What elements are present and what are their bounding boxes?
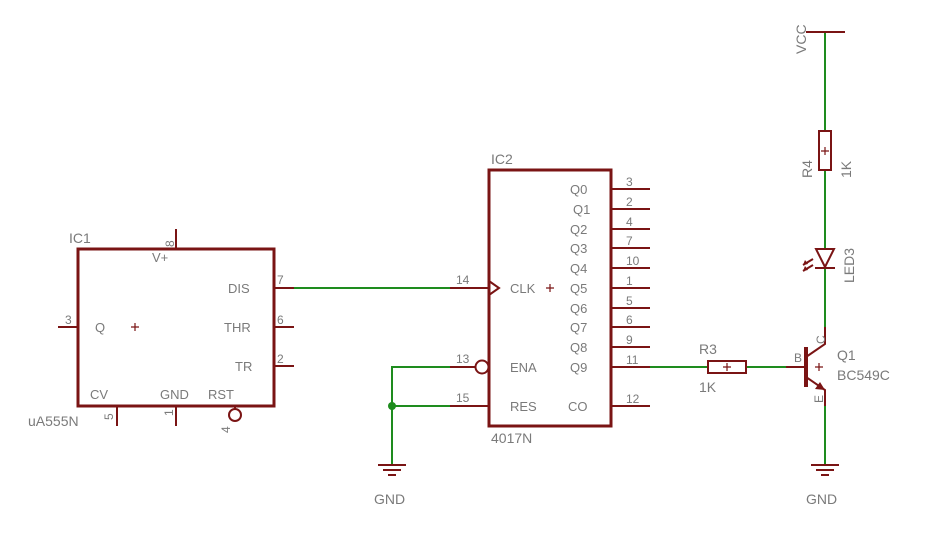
ic1-pin-thr-num: 6: [277, 313, 284, 327]
ic2-pin-q2-num: 4: [626, 215, 633, 229]
gnd-left-label: GND: [374, 491, 405, 507]
ic2-pin-q1-num: 2: [626, 195, 633, 209]
r3-value: 1K: [699, 379, 717, 395]
led-arrow-1-head: [803, 260, 808, 265]
ic1-pin-q-label: Q: [95, 320, 105, 335]
ic1-pin-dis-num: 7: [277, 273, 284, 287]
ic2-pin-q8-num: 9: [626, 333, 633, 347]
nets: [294, 32, 826, 465]
gnd-right-symbol: GND: [806, 464, 839, 507]
resistor-r4: R4 1K: [799, 130, 854, 178]
r3-name: R3: [699, 341, 717, 357]
ic1-pin-rst-bubble: [228, 408, 242, 422]
ic1-pin-cv-num: 5: [102, 413, 116, 420]
ic2-pin-q4-num: 10: [626, 254, 640, 268]
ic2-origin-mark: [546, 284, 554, 292]
ic1-value: uA555N: [28, 413, 79, 429]
ic2-pin-q5-num: 1: [626, 274, 633, 288]
q1-name: Q1: [837, 347, 856, 363]
ic2-pin-q4-label: Q4: [570, 261, 587, 276]
ic1-pin-vplus-label: V+: [152, 250, 168, 265]
ic2-pin-q3-label: Q3: [570, 241, 587, 256]
r3-origin-mark: [723, 363, 731, 371]
r4-origin-mark: [821, 147, 829, 155]
ic2-body: [487, 168, 613, 428]
ic2-pin-co-num: 12: [626, 392, 640, 406]
ic2-pin-q7-label: Q7: [570, 320, 587, 335]
ic2-pin-q1-label: Q1: [573, 202, 590, 217]
q1-origin-mark: [815, 363, 823, 371]
ic2-pin-q9-label: Q9: [570, 360, 587, 375]
ic2-pin-q2-label: Q2: [570, 222, 587, 237]
vcc-symbol: VCC: [793, 24, 845, 54]
ic2-pin-q0-label: Q0: [570, 182, 587, 197]
ic1-pin-q-num: 3: [65, 313, 72, 327]
ic2-pin-q7-num: 6: [626, 313, 633, 327]
transistor-q1: B C E Q1 BC549C: [786, 327, 890, 406]
resistor-r3: R3 1K: [699, 341, 747, 395]
r3-body: [707, 360, 747, 374]
ic2-pin-q8-label: Q8: [570, 340, 587, 355]
ic1-555-timer: IC1 uA555N 8 V+ 7 DIS 3 Q 6 THR 2 TR 5 C…: [28, 229, 294, 433]
ic2-pin-res-label: RES: [510, 399, 537, 414]
ic2-pin-ena-num: 13: [456, 352, 470, 366]
ic1-pin-cv-label: CV: [90, 387, 108, 402]
ic2-pin-q6-label: Q6: [570, 301, 587, 316]
ic2-pin-clk-num: 14: [456, 273, 470, 287]
r4-value: 1K: [838, 160, 854, 178]
ic1-name: IC1: [69, 230, 91, 246]
ic1-origin-mark: [131, 323, 139, 331]
ic2-pin-clk-label: CLK: [510, 281, 536, 296]
ic1-pin-thr-label: THR: [224, 320, 251, 335]
ic2-pin-q6-num: 5: [626, 294, 633, 308]
junction-dot: [388, 402, 396, 410]
ic1-pin-rst-label: RST: [208, 387, 234, 402]
ic2-pin-q9-num: 11: [626, 353, 639, 367]
ic1-pin-gnd-num: 1: [162, 409, 176, 416]
ic1-pin-gnd-label: GND: [160, 387, 189, 402]
led-name: LED3: [841, 248, 857, 283]
ic1-pin-dis-label: DIS: [228, 281, 250, 296]
led-led3: LED3: [802, 248, 857, 283]
ic2-pin-q3-num: 7: [626, 234, 633, 248]
led-arrow-2-head: [803, 266, 808, 271]
q1-collector-lead: [805, 327, 826, 358]
ic2-pin-q0-num: 3: [626, 175, 633, 189]
vcc-label: VCC: [793, 24, 809, 54]
ic2-pin-q5-label: Q5: [570, 281, 587, 296]
q1-pin-b: B: [794, 351, 802, 365]
ic2-clock-triangle: [488, 280, 501, 296]
led-triangle: [814, 248, 836, 270]
ic2-pin-res-num: 15: [456, 391, 470, 405]
ic1-pin-vplus-num: 8: [163, 240, 177, 247]
gnd-left-symbol: GND: [374, 464, 406, 507]
ic2-value: 4017N: [491, 430, 532, 446]
ic2-pin-ena-bubble: [474, 359, 490, 375]
q1-value: BC549C: [837, 367, 890, 383]
ic2-pin-ena-label: ENA: [510, 360, 537, 375]
q1-pin-c: C: [814, 335, 828, 344]
ic2-output-pins: 3 Q0 2 Q1 4 Q2 7 Q3 10 Q4 1 Q5 5 Q6 6 Q7: [568, 175, 650, 414]
q1-emitter-arrow: [815, 382, 825, 390]
q1-pin-e: E: [812, 395, 826, 403]
ic2-input-pins: 14 CLK 13 ENA 15 RES: [450, 273, 554, 414]
r4-name: R4: [799, 160, 815, 178]
ic2-4017-counter: IC2 4017N 3 Q0 2 Q1 4 Q2 7 Q3 10 Q4 1 Q5…: [450, 151, 650, 446]
ic1-pin-tr-label: TR: [235, 359, 252, 374]
r4-body: [818, 130, 832, 171]
gnd-right-label: GND: [806, 491, 837, 507]
ic1-pin-rst-num: 4: [219, 426, 233, 433]
wire-ena-to-gnd: [391, 366, 450, 465]
ic1-pin-tr-num: 2: [277, 352, 284, 366]
ic2-pin-co-label: CO: [568, 399, 588, 414]
ic2-name: IC2: [491, 151, 513, 167]
